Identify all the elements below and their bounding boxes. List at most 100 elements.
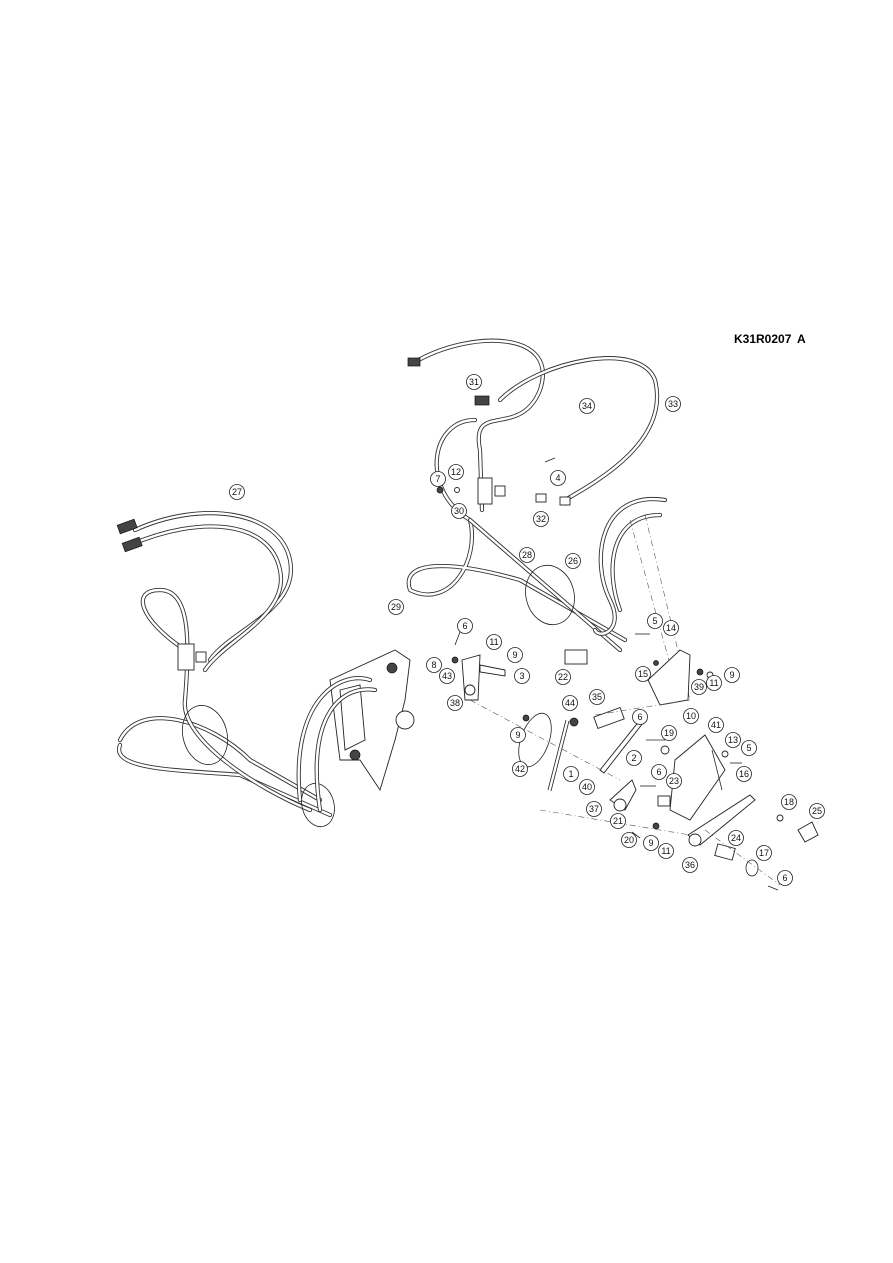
callout-6: 6 <box>632 709 648 725</box>
callout-label: 30 <box>454 506 464 516</box>
callout-label: 37 <box>589 804 599 814</box>
callout-label: 3 <box>519 671 524 681</box>
callout-circle <box>691 679 707 695</box>
callout-circle <box>706 675 722 691</box>
callout-circle <box>663 620 679 636</box>
callout-circle <box>683 708 699 724</box>
callout-label: 9 <box>648 838 653 848</box>
callout-label: 16 <box>739 769 749 779</box>
callout-circle <box>736 766 752 782</box>
callout-33: 33 <box>665 396 681 412</box>
callout-label: 43 <box>442 671 452 681</box>
callout-9: 9 <box>724 667 740 683</box>
callout-9: 9 <box>507 647 523 663</box>
callout-label: 12 <box>451 467 461 477</box>
callout-circle <box>665 396 681 412</box>
callout-circle <box>682 857 698 873</box>
callout-circle <box>579 779 595 795</box>
callout-label: 9 <box>729 670 734 680</box>
callout-circle <box>507 647 523 663</box>
callout-16: 16 <box>736 766 752 782</box>
callout-17: 17 <box>756 845 772 861</box>
drawing-id: K31R0207 <box>734 332 792 346</box>
callout-label: 36 <box>685 860 695 870</box>
callout-circle <box>565 553 581 569</box>
callout-circle <box>658 843 674 859</box>
callout-circle <box>512 761 528 777</box>
callout-19: 19 <box>661 725 677 741</box>
callout-circle <box>651 764 667 780</box>
callout-circle <box>563 766 579 782</box>
callout-circle <box>514 668 530 684</box>
callout-label: 41 <box>711 720 721 730</box>
callout-circle <box>589 689 605 705</box>
callout-label: 14 <box>666 623 676 633</box>
callout-circle <box>724 667 740 683</box>
callout-22: 22 <box>555 669 571 685</box>
callout-circle <box>229 484 245 500</box>
callout-circle <box>809 803 825 819</box>
callout-circle <box>756 845 772 861</box>
lower-exploded-parts <box>451 631 819 891</box>
callout-5: 5 <box>647 613 663 629</box>
callout-label: 1 <box>568 769 573 779</box>
callout-label: 23 <box>669 776 679 786</box>
callout-8: 8 <box>426 657 442 673</box>
callout-label: 5 <box>652 616 657 626</box>
callout-label: 21 <box>613 816 623 826</box>
callout-31: 31 <box>466 374 482 390</box>
callout-circle <box>519 547 535 563</box>
callout-2: 2 <box>626 750 642 766</box>
callout-label: 13 <box>728 735 738 745</box>
callout-9: 9 <box>643 835 659 851</box>
callout-circle <box>555 669 571 685</box>
callout-circle <box>550 470 566 486</box>
callout-circle <box>457 618 473 634</box>
callout-label: 26 <box>568 556 578 566</box>
callout-32: 32 <box>533 511 549 527</box>
callout-30: 30 <box>451 503 467 519</box>
callout-24: 24 <box>728 830 744 846</box>
callout-circle <box>533 511 549 527</box>
callout-label: 25 <box>812 806 822 816</box>
callout-circle <box>632 709 648 725</box>
callout-12: 12 <box>448 464 464 480</box>
callout-4: 4 <box>550 470 566 486</box>
callout-circle <box>666 773 682 789</box>
callout-34: 34 <box>579 398 595 414</box>
callout-6: 6 <box>457 618 473 634</box>
callout-circle <box>635 666 651 682</box>
callout-circle <box>439 668 455 684</box>
callout-label: 27 <box>232 487 242 497</box>
callout-circle <box>447 695 463 711</box>
callout-circle <box>708 717 724 733</box>
callout-label: 24 <box>731 833 741 843</box>
callout-circle <box>643 835 659 851</box>
callout-label: 6 <box>637 712 642 722</box>
callout-label: 28 <box>522 550 532 560</box>
callout-10: 10 <box>683 708 699 724</box>
left-hose-assembly <box>116 511 415 828</box>
callout-3: 3 <box>514 668 530 684</box>
callout-label: 18 <box>784 797 794 807</box>
callout-14: 14 <box>663 620 679 636</box>
callout-41: 41 <box>708 717 724 733</box>
callout-label: 4 <box>555 473 560 483</box>
callout-circle <box>741 740 757 756</box>
callout-circle <box>621 832 637 848</box>
callout-circle <box>725 732 741 748</box>
callout-label: 33 <box>668 399 678 409</box>
callout-38: 38 <box>447 695 463 711</box>
callout-label: 29 <box>391 602 401 612</box>
callout-26: 26 <box>565 553 581 569</box>
callout-28: 28 <box>519 547 535 563</box>
callout-9: 9 <box>510 727 526 743</box>
callout-6: 6 <box>777 870 793 886</box>
callout-23: 23 <box>666 773 682 789</box>
callout-circle <box>510 727 526 743</box>
callout-label: 42 <box>515 764 525 774</box>
callout-circle <box>661 725 677 741</box>
callout-label: 35 <box>592 692 602 702</box>
